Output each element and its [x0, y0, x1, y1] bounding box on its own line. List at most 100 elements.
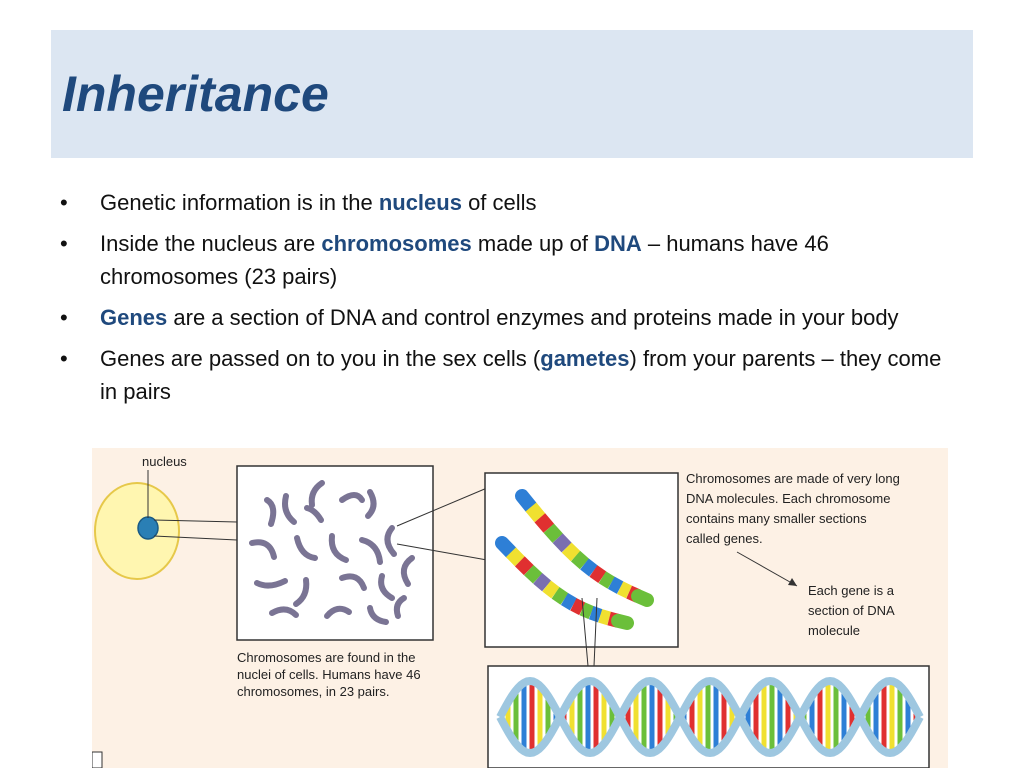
cell-shape [94, 482, 180, 580]
chromosome [393, 595, 407, 619]
gene-band [514, 556, 534, 576]
bullet-text: made up of [471, 231, 595, 256]
caption-line: molecule [808, 623, 860, 638]
bullet-text: Inside the nucleus are [100, 231, 322, 256]
dna-figure: nucleus Chromosomes are found in the nucl… [92, 448, 948, 768]
chromosome [339, 492, 365, 503]
gene-band [524, 564, 543, 584]
bullet-item: • Genes are a section of DNA and control… [60, 301, 960, 334]
gene-band [588, 606, 603, 623]
caption-line: contains many smaller sections [686, 511, 867, 526]
bullet-text: ) from your parents – they come in pairs [100, 346, 942, 404]
bullet-item: • Genes are passed on to you in the sex c… [60, 342, 960, 408]
gene-band [560, 592, 578, 611]
chromosome [269, 606, 299, 618]
bullet-text: Genetic information is in the [100, 190, 379, 215]
gene-band [607, 576, 624, 594]
gene-band [542, 580, 560, 599]
caption-line: called genes. [686, 531, 763, 546]
bullet-text: Genes are passed on to you in the sex ce… [100, 346, 541, 371]
title-band: Inheritance [51, 30, 973, 158]
corner-marker [92, 751, 103, 768]
caption-gene: Each gene is a section of DNA molecule [808, 583, 895, 638]
keyword: Genes [100, 305, 168, 330]
chromosome [282, 493, 297, 525]
figure-svg: nucleus Chromosomes are found in the nucl… [92, 454, 930, 768]
gene-band [617, 581, 633, 599]
chromosome [365, 489, 377, 519]
chromosome [367, 605, 389, 625]
caption-line: Chromosomes are found in the [237, 650, 415, 665]
keyword: gametes [540, 346, 630, 371]
keyword: DNA [594, 231, 642, 256]
chromosome [293, 577, 310, 607]
gene-band [551, 587, 569, 605]
gene-band [570, 598, 586, 616]
gene-band [552, 533, 572, 553]
dna-strand [496, 676, 924, 758]
dna-connector-left [581, 597, 589, 667]
gene-band [580, 558, 598, 577]
dna-connector-right [593, 597, 598, 667]
gene-arrowhead [788, 578, 797, 586]
chromosome [384, 525, 397, 557]
bullet-text: – humans have 46 chromosomes (23 pairs) [100, 231, 829, 289]
bullet-text: of cells [461, 190, 537, 215]
bullet-text: are a section of DNA and control enzymes… [167, 305, 899, 330]
chromosome [254, 578, 288, 589]
bullet-marker: • [60, 190, 68, 215]
chromosome [339, 573, 367, 591]
chromosome [328, 533, 349, 563]
connector-bottom [396, 543, 488, 561]
caption-line: section of DNA [808, 603, 895, 618]
dna-strand [496, 676, 924, 758]
chromosome [378, 573, 395, 601]
zoom-line-bottom [153, 535, 238, 541]
slide-title: Inheritance [62, 66, 329, 122]
chromosome [359, 537, 383, 565]
keyword: chromosomes [321, 231, 472, 256]
keyword: nucleus [378, 190, 462, 215]
caption-line: DNA molecules. Each chromosome [686, 491, 890, 506]
gene-band [505, 547, 525, 567]
caption-line: chromosomes, in 23 pairs. [237, 684, 389, 699]
gene-band [525, 502, 546, 523]
banded-chromosomes [495, 489, 654, 630]
gene-arrow [736, 551, 798, 587]
chromosome-cluster [249, 480, 415, 625]
connector-top [396, 487, 488, 527]
caption-line: nuclei of cells. Humans have 46 [237, 667, 421, 682]
bullet-item: • Genetic information is in the nucleus o… [60, 186, 960, 219]
gene-band [589, 565, 607, 584]
gene-band [570, 550, 590, 570]
gene-band [598, 609, 612, 626]
bullet-item: • Inside the nucleus are chromosomes made… [60, 227, 960, 293]
gene-band [561, 542, 581, 562]
chromosome [294, 535, 318, 561]
bullet-marker: • [60, 346, 68, 371]
gene-band [533, 573, 552, 592]
chromosome [249, 539, 277, 560]
gene-band [579, 602, 595, 620]
zoom-line-top [153, 519, 238, 523]
gene-band [534, 513, 555, 533]
gene-band [543, 523, 563, 543]
chromosome [308, 480, 325, 508]
caption-chromosomes-found: Chromosomes are found in the nuclei of ce… [237, 650, 421, 699]
chromosome [264, 497, 277, 527]
caption-line: Each gene is a [808, 583, 895, 598]
chromosome [400, 555, 415, 587]
caption-line: Chromosomes are made of very long [686, 471, 900, 486]
bullet-list: • Genetic information is in the nucleus o… [60, 186, 960, 416]
chromosome [304, 505, 324, 523]
gene-band [515, 489, 538, 514]
gene-band [611, 613, 634, 630]
gene-band [495, 536, 518, 560]
nucleus-label: nucleus [142, 454, 187, 469]
dna-helix [496, 676, 924, 758]
gene-band [598, 571, 615, 589]
bullet-marker: • [60, 231, 68, 256]
gene-band [631, 589, 654, 607]
bullet-marker: • [60, 305, 68, 330]
